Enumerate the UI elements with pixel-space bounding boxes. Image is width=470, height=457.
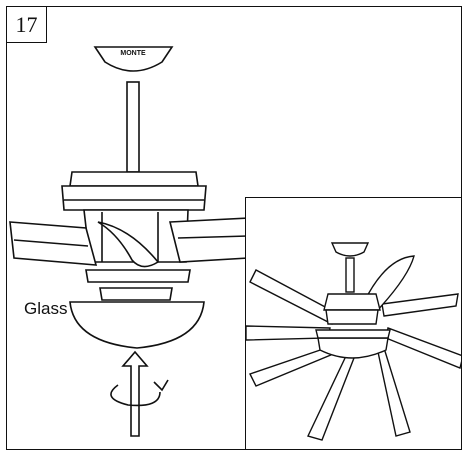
glass-bowl: [69, 301, 205, 349]
canopy: [93, 46, 174, 72]
inset-blade-7: [381, 293, 459, 317]
assembled-fan-inset: [245, 197, 462, 450]
inset-downrod: [345, 257, 355, 293]
glass-label: Glass: [24, 299, 68, 318]
inset-canopy: [330, 242, 370, 257]
light-kit-ring: [85, 269, 191, 283]
assembled-fan-illustration: [246, 242, 461, 441]
motor-body: [61, 185, 207, 211]
canopy-brand-text: MONTE: [120, 50, 146, 57]
right-blade: [168, 217, 251, 263]
inset-motor: [323, 293, 381, 311]
motor-top: [69, 171, 199, 187]
inset-blade-4: [307, 355, 355, 441]
inset-blade-6: [385, 327, 461, 369]
up-arrow-rotate-icon: [121, 350, 149, 437]
center-blade: [97, 221, 160, 268]
downrod: [126, 81, 140, 173]
inset-light-bowl: [317, 337, 389, 359]
step-number: 17: [6, 6, 47, 43]
inset-blade-5: [377, 346, 411, 437]
